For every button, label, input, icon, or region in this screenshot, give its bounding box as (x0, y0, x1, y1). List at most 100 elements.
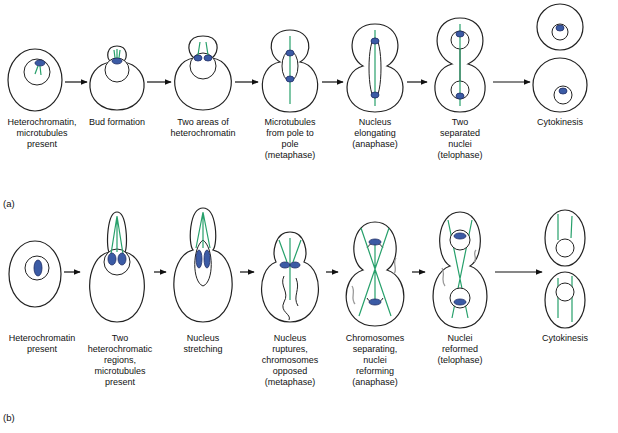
cell-outline (435, 18, 485, 112)
cell-stage (435, 18, 485, 112)
stage-caption: Chromosomes separating, nuclei reforming… (344, 333, 406, 388)
cell-stage: Cytokinesis (533, 4, 587, 112)
heterochromatin (204, 250, 210, 268)
microtubules (196, 212, 210, 248)
stage-arrow (147, 81, 171, 82)
heterochromatin (456, 93, 464, 99)
microtubules (359, 228, 391, 316)
cell-stage (262, 30, 317, 112)
cell-stage: Nucleus ruptures, chromosomes opposed (m… (257, 232, 323, 322)
cell-stage: Nucleus stretching (169, 208, 237, 322)
cell-outline (347, 24, 403, 112)
stage-caption: Nucleus elongating (anaphase) (347, 117, 403, 150)
panel-label: (a) (3, 198, 15, 209)
heterochromatin (35, 60, 45, 66)
stage-caption: Nucleus stretching (175, 333, 231, 355)
heterochromatin (204, 55, 212, 61)
cell-stage: Nuclei reformed (telophase) (428, 212, 492, 328)
stage-arrow (154, 271, 166, 272)
cell-outline (433, 212, 487, 328)
cell-stage (175, 36, 232, 110)
cell-outline (545, 210, 585, 266)
stage-caption: Cytokinesis (530, 117, 590, 128)
stage-arrow (64, 271, 80, 272)
stage-arrow (495, 271, 542, 272)
cell-stage: Bud formation (90, 46, 144, 110)
heterochromatin (454, 299, 466, 305)
stage-caption: Two areas of heterochromatin (165, 117, 241, 139)
stage-arrow (235, 81, 258, 82)
stage-arrow (412, 271, 425, 272)
nucleus (24, 59, 50, 85)
stage-caption: Cytokinesis (535, 333, 595, 344)
nucleus (104, 249, 130, 275)
cell-stage (545, 210, 585, 328)
stage-caption: Nuclei reformed (telophase) (432, 333, 488, 366)
panel-label: (b) (3, 412, 15, 423)
heterochromatin (371, 92, 379, 98)
microtubules (289, 36, 290, 104)
stage-caption: Bud formation (80, 117, 154, 128)
stage-caption: Two heterochromatic regions, microtubule… (83, 333, 157, 388)
cell-outline (9, 241, 61, 307)
heterochromatin (369, 239, 381, 245)
nuclear-envelope (283, 276, 298, 320)
nucleus (190, 53, 216, 79)
heterochromatin (371, 38, 379, 44)
stage-arrow (322, 81, 343, 82)
heterochromatin (290, 262, 300, 268)
heterochromatin (108, 253, 116, 265)
cell-stage (174, 208, 232, 322)
cell-stage (262, 232, 319, 322)
cell-stage (9, 241, 61, 307)
microtubules (35, 66, 41, 75)
heterochromatin (456, 31, 464, 37)
stage-caption: Heterochromatin present (2, 333, 82, 355)
nucleus (556, 283, 574, 301)
cell-stage: Two separated nuclei (telophase) (430, 18, 490, 112)
nuclear-remnant (352, 258, 396, 304)
cell-outline (545, 272, 585, 328)
cell-outline (262, 232, 319, 322)
cell-stage (533, 4, 587, 112)
nucleus (105, 58, 129, 82)
heterochromatin (118, 253, 126, 265)
stage-arrow (240, 271, 254, 272)
stage-arrow (407, 81, 427, 82)
nucleus (554, 86, 572, 104)
cell-stage (346, 222, 404, 326)
cell-outline (262, 30, 317, 112)
cell-stage (347, 24, 403, 112)
cell-outline (533, 58, 587, 112)
nuclear-remnant (442, 250, 476, 286)
cell-stage (90, 46, 144, 110)
stage-caption: Nucleus ruptures, chromosomes opposed (m… (260, 333, 320, 388)
cell-stage (8, 49, 62, 111)
stage-arrow (326, 271, 338, 272)
cell-stage: Chromosomes separating, nuclei reforming… (341, 222, 409, 326)
stage-arrow (493, 81, 530, 82)
heterochromatin (112, 58, 122, 64)
microtubules (198, 42, 208, 55)
heterochromatin (194, 55, 202, 61)
cell-stage (90, 212, 145, 322)
cell-stage: Heterochromatin, microtubules present (8, 49, 62, 111)
cell-outline (346, 222, 404, 326)
heterochromatin (34, 260, 42, 276)
cell-outline (8, 49, 62, 111)
cell-stage: Nucleus elongating (anaphase) (346, 24, 404, 112)
cell-outline (175, 36, 232, 110)
nucleus (556, 239, 574, 257)
microtubules (279, 238, 301, 300)
heterochromatin (556, 25, 564, 31)
cell-stage: Heterochromatin present (9, 241, 61, 307)
cell-outline (537, 4, 583, 50)
stage-caption: Microtubules from pole to pole (metaphas… (260, 117, 320, 161)
stage-caption: Heterochromatin, microtubules present (2, 117, 82, 150)
cell-outline (174, 208, 232, 322)
heterochromatin (369, 299, 381, 305)
cell-stage (433, 212, 487, 328)
nucleus (450, 288, 470, 308)
